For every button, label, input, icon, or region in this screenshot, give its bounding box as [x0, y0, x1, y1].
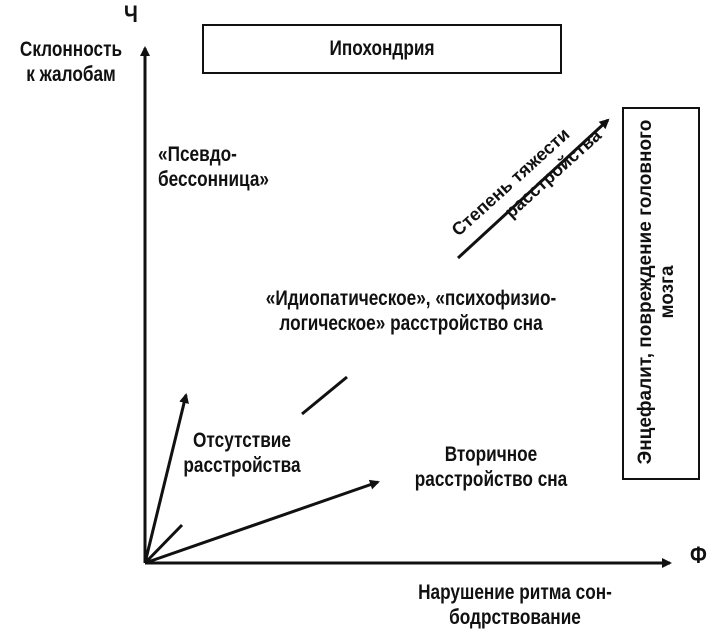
arrow-severity: [456, 118, 610, 260]
x-axis-label-line2: бодрствование: [449, 606, 581, 629]
idiopathic-line1: «Идиопатическое», «психофизио-: [265, 287, 557, 310]
hypochondria-box: Ипохондрия: [202, 24, 562, 74]
encephalitis-label-line2: мозга: [657, 265, 678, 319]
absence-label: Отсутствие расстройства: [176, 428, 307, 478]
x-axis-label-line1: Нарушение ритма сон-: [418, 581, 612, 604]
arrow-secondary: [144, 479, 380, 565]
secondary-line1: Вторичное: [444, 443, 538, 466]
pseudo-insomnia-line2: бессонница»: [158, 168, 270, 191]
y-axis-label-line1: Склонность: [19, 38, 123, 61]
encephalitis-label: Энцефалит, повреждение головного мозга: [635, 107, 683, 477]
absence-line1: Отсутствие: [193, 429, 291, 452]
secondary-line2: расстройство сна: [414, 468, 568, 491]
idiopathic-line2: логическое» расстройство сна: [279, 312, 543, 335]
arrow-short: [143, 523, 184, 565]
x-axis-label: Нарушение ритма сон- бодрствование: [404, 580, 625, 630]
encephalitis-label-line1: Энцефалит, повреждение головного: [635, 119, 656, 465]
x-axis-symbol: Ф: [690, 542, 707, 569]
idiopathic-label: «Идиопатическое», «психофизио- логическо…: [259, 286, 562, 336]
secondary-label: Вторичное расстройство сна: [413, 442, 569, 492]
encephalitis-box: [622, 107, 700, 480]
y-axis-symbol: Ч: [124, 1, 138, 28]
dash-idiopathic: [301, 375, 348, 416]
hypochondria-label: Ипохондрия: [329, 37, 435, 60]
absence-line2: расстройства: [183, 454, 301, 477]
pseudo-insomnia-line1: «Псевдо-: [158, 143, 237, 166]
pseudo-insomnia-label: «Псевдо- бессонница»: [158, 142, 269, 192]
y-axis-label-line2: к жалобам: [26, 63, 116, 86]
arrow-absence: [143, 393, 189, 564]
y-axis-label: Склонность к жалобам: [10, 37, 133, 87]
